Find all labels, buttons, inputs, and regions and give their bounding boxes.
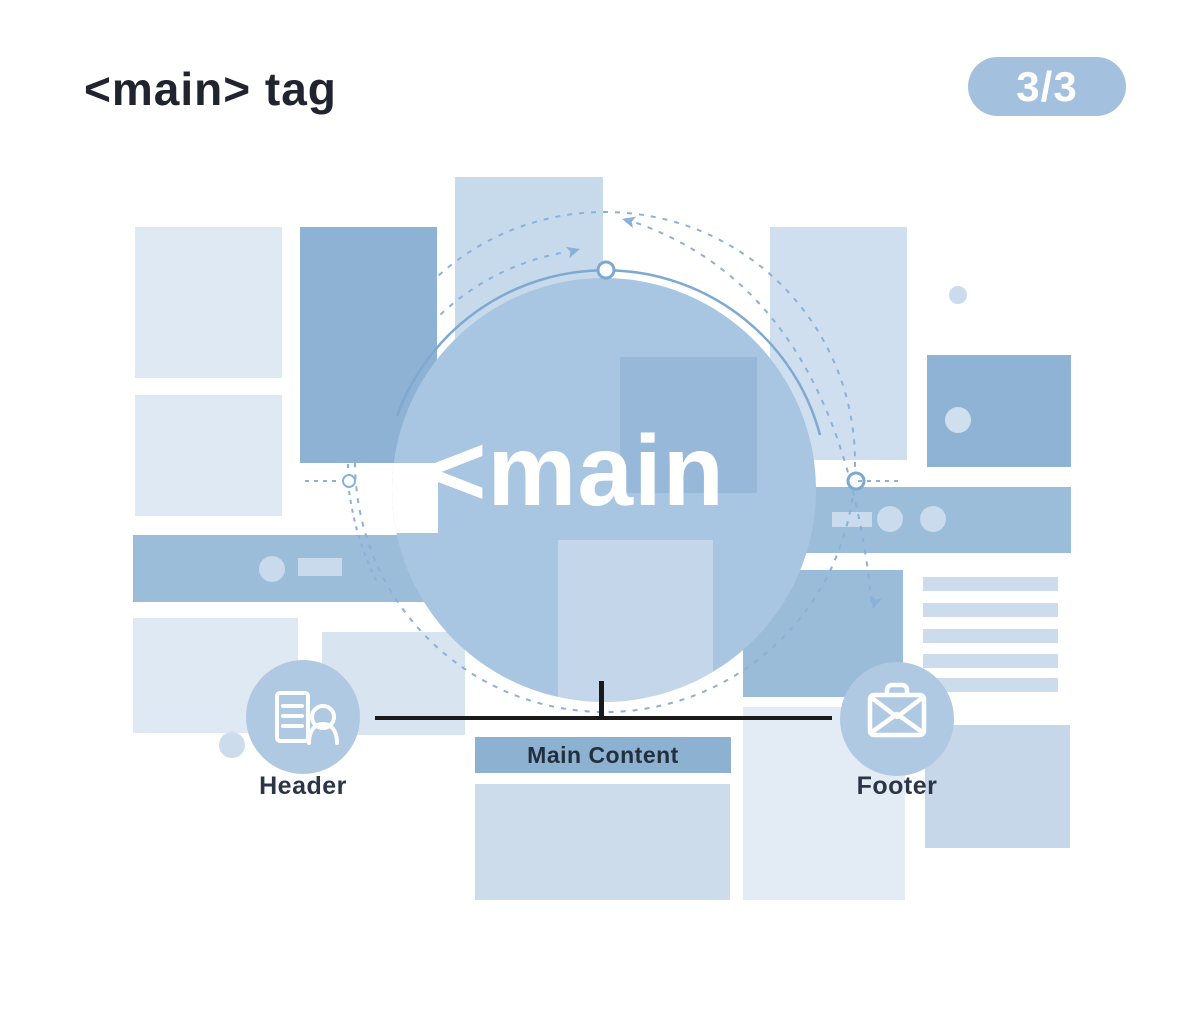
solid-orbit-arc [395, 268, 822, 436]
page-title: <main> tag [84, 63, 337, 115]
deco-text-line [923, 654, 1058, 668]
circle-white-strip [392, 463, 438, 533]
structure-tick [599, 681, 604, 718]
mail-briefcase-icon [867, 682, 927, 738]
dashed-drop-left [348, 490, 378, 583]
deco-rect-center-bottom [475, 784, 730, 900]
deco-bar [298, 558, 342, 576]
circle-inner-patch [620, 357, 757, 493]
deco-bar [832, 512, 872, 527]
page-indicator-text: 3/3 [1016, 62, 1078, 110]
footer-label: Footer [856, 772, 938, 800]
dashed-arc-right [624, 218, 873, 607]
circle-inner-column [558, 540, 713, 702]
main-tag-text: <main [428, 415, 725, 527]
deco-text-line [923, 577, 1058, 591]
orbit-node-right [846, 471, 866, 491]
header-label: Header [259, 772, 347, 800]
header-node-badge [246, 660, 360, 774]
main-content-label: Main Content [527, 741, 679, 768]
footer-node-badge [840, 662, 954, 776]
arrow-down-icon [870, 594, 883, 609]
dashed-cross-node [342, 474, 356, 488]
deco-rect-left-mid [135, 395, 282, 516]
dashed-arc-left [395, 251, 567, 372]
arrow-right-icon [565, 246, 580, 259]
orbit-node-top [596, 260, 616, 280]
deco-dot [945, 407, 971, 433]
document-user-icon [275, 691, 339, 745]
main-content-bar: Main Content [475, 737, 731, 773]
deco-dot-bottom-left [219, 732, 245, 758]
deco-dot [259, 556, 285, 582]
main-circle [392, 278, 816, 702]
deco-dot [920, 506, 946, 532]
deco-text-line [923, 678, 1058, 692]
deco-text-line [923, 629, 1058, 643]
deco-rect-left-top [135, 227, 282, 378]
deco-dot [877, 506, 903, 532]
deco-rect-bottom-right [925, 725, 1070, 848]
deco-text-lines [923, 577, 1058, 693]
deco-dot-top-right [949, 286, 967, 304]
page-indicator-badge: 3/3 [968, 57, 1126, 116]
arrow-left-icon [622, 216, 637, 229]
dashed-orbit-circle [354, 211, 856, 713]
deco-rect-right-medium [927, 355, 1071, 467]
deco-text-line [923, 603, 1058, 617]
